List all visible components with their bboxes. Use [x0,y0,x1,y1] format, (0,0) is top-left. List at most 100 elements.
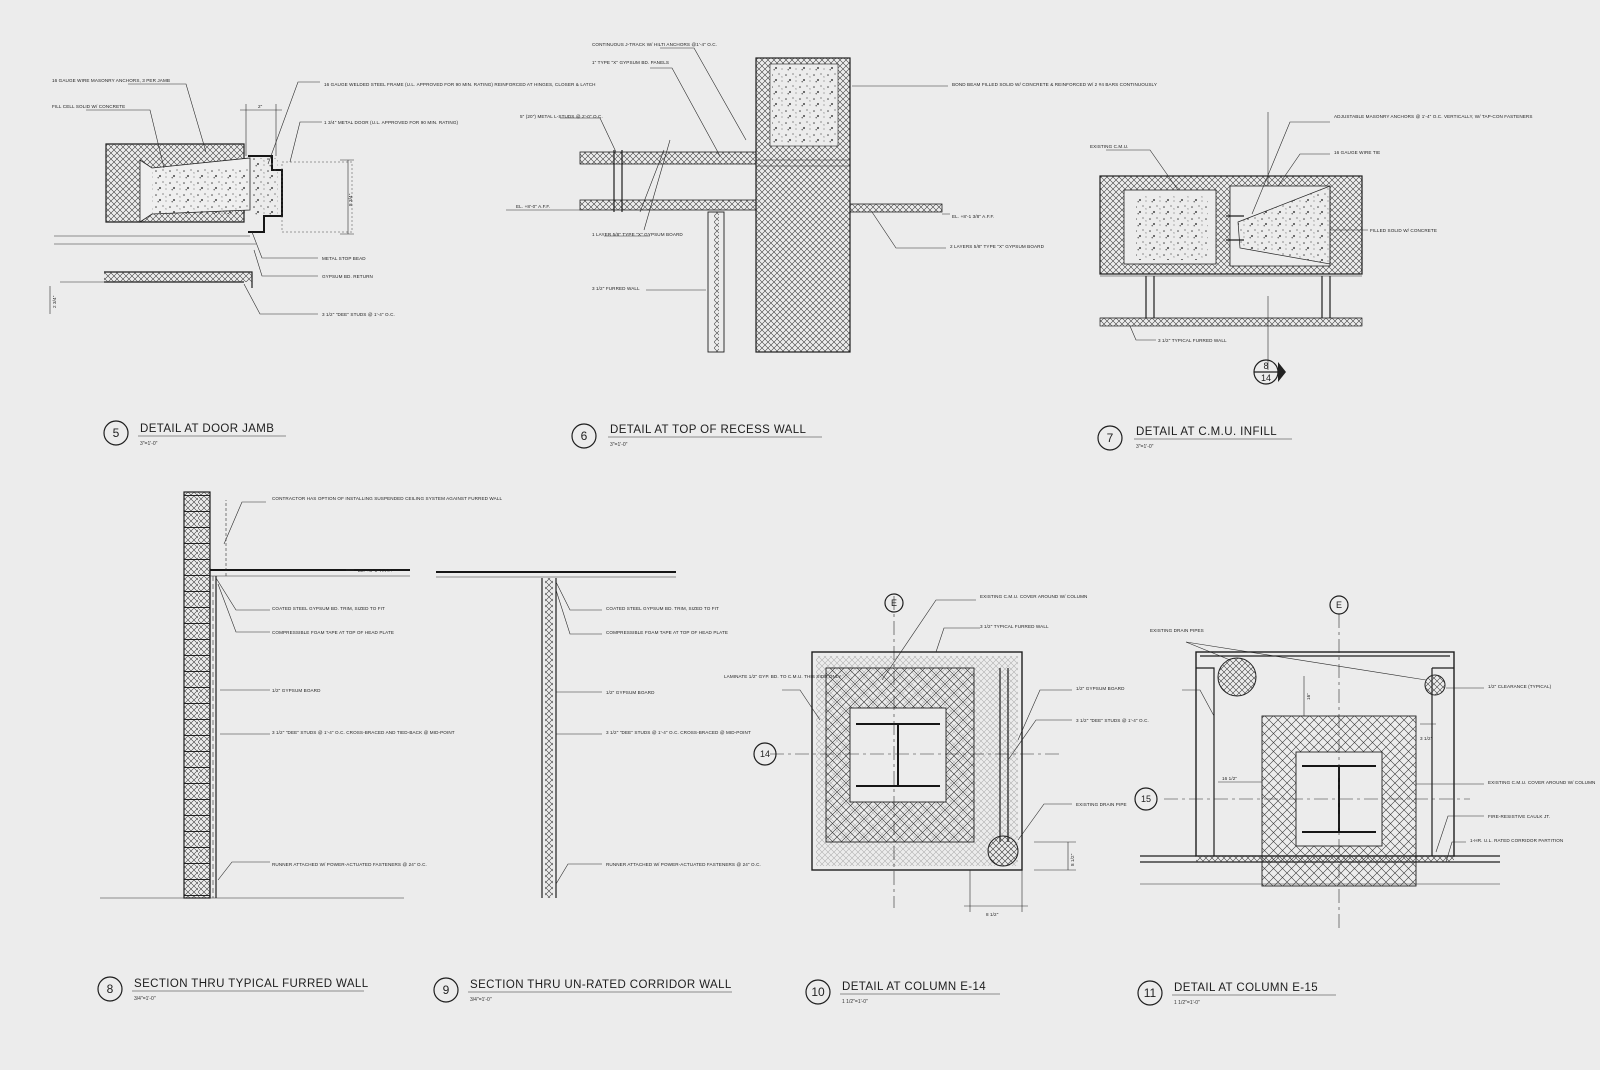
detail-7-cmu-infill: EXISTING C.M.U. ADJUSTABLE MASONRY ANCHO… [1090,112,1533,451]
note-masonry-anchors: ADJUSTABLE MASONRY ANCHORS @ 1'-4" O.C. … [1334,114,1533,119]
elevation-label: EL. +8'-1 3/8" A.F.F. [952,214,994,219]
grid-bubble-14 [753,742,777,766]
note-dee-studs: 3 1/2" "DEE" STUDS @ 1'-4" O.C. CROSS-BR… [606,730,751,735]
w-column [856,723,940,787]
detail-10-column-e14: E 14 EXISTING C.M.U. COVER AROUND W/ COL… [724,593,1149,1005]
detail-bubble [103,420,129,446]
detail-scale: 3"=1'-0" [1136,444,1154,450]
bond-beam-fill [772,66,836,144]
grid-bubble-e [884,593,904,613]
note-drain-pipes: EXISTING DRAIN PIPES [1150,628,1204,633]
dim-label: 16" [1306,693,1311,700]
detail-number: 8 [107,982,114,996]
gyp-panel-lower [579,199,757,211]
dim-8-3-4 [340,159,354,235]
note-runner: RUNNER ATTACHED W/ POWER-ACTUATED FASTEN… [272,862,427,867]
drain-pipe-small [1424,674,1446,696]
grid-bubble-15 [1134,787,1158,811]
jamb-lines [54,235,256,245]
detail-number: 6 [581,429,588,443]
note-foam-tape: COMPRESSIBLE FOAM TAPE AT TOP OF HEAD PL… [272,630,394,635]
detail-scale: 3/4"=1'-0" [134,996,156,1002]
studs [1145,276,1331,318]
stud-line [209,568,217,898]
detail-scale: 1 1/2"=1'-0" [842,999,868,1005]
detail-9-corridor-wall: COATED STEEL GYPSUM BD. TRIM, SIZED TO F… [433,571,761,1003]
dim-label: 8 1/2" [1070,853,1075,866]
note-existing-cmu: EXISTING C.M.U. [1090,144,1129,149]
grid-label: E [891,598,897,608]
note-trim: COATED STEEL GYPSUM BD. TRIM, SIZED TO F… [272,606,385,611]
note-furred-wall: 3 1/2" TYPICAL FURRED WALL [1158,338,1227,343]
detail-number: 9 [443,983,450,997]
note-gyp-panels: 1" TYPE "X" GYPSUM BD. PANELS [592,60,669,65]
furring-studs [999,668,1009,842]
detail-scale: 3/4"=1'-0" [470,997,492,1003]
stud-core [545,578,553,898]
detail-bubble [1097,425,1123,451]
note-dee-studs: 3 1/2" "DEE" STUDS @ 1'-4" O.C. [1076,718,1149,723]
detail-bubble [1137,980,1163,1006]
dim-label: 3 1/2" [1420,736,1433,741]
dim-2in [240,104,282,156]
detail-number: 10 [811,985,825,999]
dim-bottom [964,870,1028,912]
note-furred-wall: 3 1/2" TYPICAL FURRED WALL [980,624,1049,629]
detail-5-door-jamb: 16 GAUGE WIRE MASONRY ANCHORS, 3 PER JAM… [49,78,596,447]
note-furred-wall: 3 1/2" FURRED WALL [592,286,640,291]
detail-bubble [97,976,123,1002]
metal-l-stud [613,150,623,212]
note-corridor-partition: 1-HR. U.L. RATED CORRIDOR PARTITION [1470,838,1563,843]
grid-label: 15 [1141,794,1151,804]
detail-title: DETAIL AT C.M.U. INFILL [1136,426,1277,438]
note-runner: RUNNER ATTACHED W/ POWER-ACTUATED FASTEN… [606,862,761,867]
frame-grout [252,158,278,216]
detail-title: DETAIL AT COLUMN E-14 [842,981,986,993]
note-two-layers: 2 LAYERS 5/8" TYPE "X" GYPSUM BOARD [950,244,1045,249]
detail-scale: 3"=1'-0" [140,441,158,447]
detail-title: DETAIL AT DOOR JAMB [140,423,274,435]
note-gypsum: 1/2" GYPSUM BOARD [1076,686,1125,691]
wall-faces [541,578,557,898]
note-existing-cmu: EXISTING C.M.U. COVER AROUND W/ COLUMN [980,594,1087,599]
detail-8-furred-wall: CONTRACTOR HAS OPTION OF INSTALLING SUSP… [97,491,502,1002]
elevation-label: EL. +8'-0" A.F.F. [516,204,550,209]
dim-label: 2" [258,104,263,109]
dim-label: 8 1/2" [986,912,999,917]
dim-right [1034,841,1076,871]
note-steel-frame: 16 GAUGE WELDED STEEL FRAME (U.L. APPROV… [324,82,596,87]
furred-enclosure [811,651,1023,871]
detail-scale: 3"=1'-0" [610,442,628,448]
dimension-lines [1218,676,1436,783]
note-trim: COATED STEEL GYPSUM BD. TRIM, SIZED TO F… [606,606,719,611]
dim-label: 2 3/4" [52,295,57,308]
drain-pipe-large [1217,657,1257,697]
note-j-track: CONTINUOUS J-TRACK W/ HILTI ANCHORS @1'-… [592,42,717,47]
furred-hatch [104,272,252,282]
note-existing-cmu: EXISTING C.M.U. COVER AROUND W/ COLUMN [1488,780,1595,785]
note-suspended-ceiling: CONTRACTOR HAS OPTION OF INSTALLING SUSP… [272,496,502,501]
detail-title: SECTION THRU UN-RATED CORRIDOR WALL [470,979,732,991]
note-clearance: 1/2" CLEARANCE (TYPICAL) [1488,684,1552,689]
detail-scale: 1 1/2"=1'-0" [1174,1000,1200,1006]
grid-bubble-e [1329,595,1349,615]
detail-11-column-e15: E 15 EXISTING DRAIN PIPES 1/2" CLEARANCE… [1134,595,1595,1006]
section-arrow [1278,362,1286,382]
masonry-wall [183,491,211,899]
note-laminate: LAMINATE 1/2" GYP. BD. TO C.M.U. THIS SI… [724,674,841,679]
infill-concrete [1237,185,1331,265]
door-leaf [281,161,353,233]
note-foam-tape: COMPRESSIBLE FOAM TAPE AT TOP OF HEAD PL… [606,630,728,635]
reference-sheet-number: 14 [1261,373,1271,383]
detail-bubble [805,979,831,1005]
note-dee-studs: 3 1/2" "DEE" STUDS @ 1'-4" O.C. [322,312,395,317]
detail-number: 5 [113,426,120,440]
grid-label: 14 [760,749,770,759]
note-filled-solid: FILLED SOLID W/ CONCRETE [1370,228,1437,233]
existing-fill [1136,196,1208,260]
grid-label: E [1336,600,1342,610]
detail-6-recess-wall: CONTINUOUS J-TRACK W/ HILTI ANCHORS @1'-… [506,42,1157,449]
note-masonry-anchors: 16 GAUGE WIRE MASONRY ANCHORS, 3 PER JAM… [52,78,170,83]
drain-pipe [987,835,1019,867]
